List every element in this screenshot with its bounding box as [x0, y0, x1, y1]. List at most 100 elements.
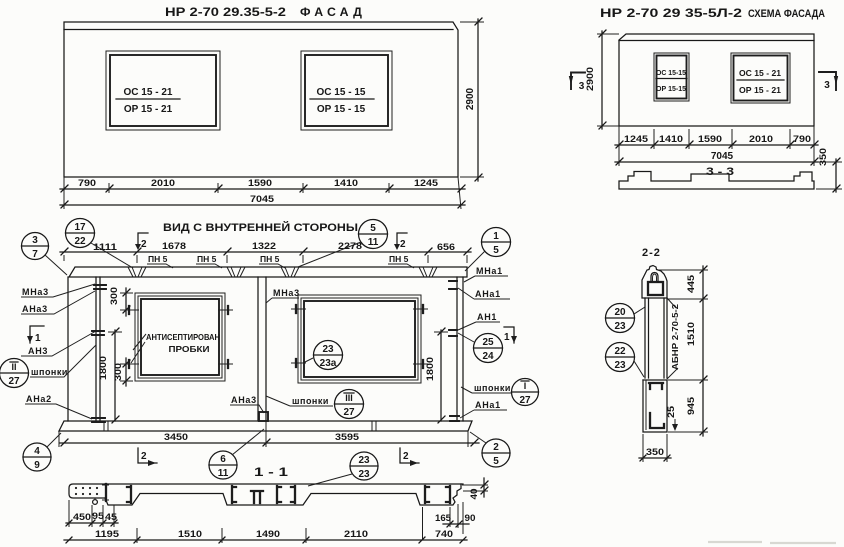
svg-text:7045: 7045 — [250, 194, 274, 204]
svg-text:АНа1: АНа1 — [475, 400, 501, 410]
svg-text:1410: 1410 — [659, 134, 683, 144]
svg-text:40: 40 — [469, 489, 479, 500]
svg-text:АНа2: АНа2 — [26, 394, 52, 404]
svg-text:АНа1: АНа1 — [475, 289, 501, 299]
svg-text:НР 2-70 29.35-5-2: НР 2-70 29.35-5-2 — [165, 5, 286, 19]
svg-text:1195: 1195 — [95, 529, 120, 540]
svg-text:3595: 3595 — [335, 432, 360, 443]
svg-text:23: 23 — [614, 321, 626, 332]
svg-text:24: 24 — [482, 351, 494, 362]
svg-text:656: 656 — [437, 242, 455, 252]
svg-text:20: 20 — [614, 307, 626, 318]
svg-text:ОС 15 - 21: ОС 15 - 21 — [124, 87, 173, 98]
svg-text:МНа3: МНа3 — [22, 287, 49, 297]
svg-text:95: 95 — [92, 511, 104, 521]
svg-text:ПН 5: ПН 5 — [197, 254, 217, 264]
svg-text:2: 2 — [141, 239, 147, 250]
svg-text:ПН 5: ПН 5 — [389, 254, 409, 264]
svg-text:2110: 2110 — [344, 529, 368, 540]
svg-text:1510: 1510 — [686, 322, 697, 346]
svg-text:450: 450 — [73, 512, 91, 522]
svg-text:ПН 5: ПН 5 — [148, 254, 168, 264]
svg-text:2: 2 — [400, 239, 406, 250]
svg-text:1510: 1510 — [178, 529, 202, 540]
svg-text:1590: 1590 — [698, 134, 722, 144]
svg-text:шпонки: шпонки — [474, 383, 511, 393]
svg-text:1: 1 — [493, 231, 499, 242]
svg-text:23: 23 — [358, 455, 370, 466]
svg-text:1800: 1800 — [98, 356, 109, 380]
svg-text:7045: 7045 — [711, 151, 734, 162]
svg-text:790: 790 — [793, 134, 811, 144]
svg-text:165: 165 — [435, 513, 451, 523]
svg-text:2010: 2010 — [749, 134, 773, 144]
svg-text:17: 17 — [74, 222, 86, 233]
svg-text:25: 25 — [482, 337, 494, 348]
svg-text:1590: 1590 — [248, 178, 272, 188]
svg-text:2-2: 2-2 — [642, 247, 661, 259]
svg-text:3450: 3450 — [164, 432, 188, 443]
svg-text:АБНР 2-70-5-2: АБНР 2-70-5-2 — [670, 304, 680, 370]
svg-text:5: 5 — [493, 245, 499, 256]
svg-text:1800: 1800 — [425, 357, 436, 381]
svg-text:1410: 1410 — [334, 178, 358, 188]
svg-text:22: 22 — [614, 346, 626, 357]
svg-text:СХЕМА ФАСАДА: СХЕМА ФАСАДА — [748, 8, 825, 20]
svg-text:АНа3: АНа3 — [231, 395, 257, 405]
svg-text:2: 2 — [403, 451, 409, 462]
svg-text:АН3: АН3 — [28, 346, 48, 356]
svg-text:2900: 2900 — [585, 67, 596, 91]
svg-text:300: 300 — [113, 363, 123, 381]
svg-text:1245: 1245 — [624, 134, 648, 144]
svg-text:НР 2-70 29 35-5Л-2: НР 2-70 29 35-5Л-2 — [600, 6, 742, 20]
svg-text:1322: 1322 — [252, 241, 276, 251]
svg-text:I: I — [524, 381, 527, 391]
svg-text:23а: 23а — [320, 358, 337, 369]
svg-text:23: 23 — [322, 344, 334, 355]
svg-text:ФАСАД: ФАСАД — [300, 5, 366, 19]
svg-text:7: 7 — [32, 249, 38, 260]
svg-text:1: 1 — [504, 332, 510, 343]
svg-text:ОР 15 - 21: ОР 15 - 21 — [739, 85, 781, 95]
svg-text:25: 25 — [666, 406, 676, 418]
svg-text:1 - 1: 1 - 1 — [254, 465, 288, 479]
svg-text:АН1: АН1 — [477, 312, 497, 322]
svg-text:27: 27 — [8, 376, 20, 387]
svg-text:27: 27 — [343, 407, 355, 418]
svg-text:90: 90 — [465, 513, 476, 523]
svg-text:1111: 1111 — [93, 242, 117, 252]
svg-text:III: III — [345, 393, 353, 403]
svg-text:27: 27 — [519, 395, 531, 406]
svg-text:2010: 2010 — [151, 178, 175, 188]
svg-text:350: 350 — [646, 447, 664, 457]
svg-text:АНТИСЕПТИРОВАН: АНТИСЕПТИРОВАН — [146, 332, 220, 342]
svg-text:445: 445 — [686, 275, 696, 293]
svg-text:300: 300 — [109, 287, 119, 305]
svg-text:шпонки: шпонки — [292, 396, 329, 406]
svg-text:шпонки: шпонки — [31, 367, 68, 377]
svg-text:9: 9 — [34, 460, 40, 471]
svg-text:5: 5 — [370, 223, 376, 234]
svg-text:5: 5 — [493, 456, 499, 467]
svg-text:II: II — [11, 362, 16, 372]
svg-text:740: 740 — [435, 529, 453, 540]
svg-text:ОР 15-15: ОР 15-15 — [656, 84, 686, 93]
svg-text:945: 945 — [686, 396, 697, 415]
svg-text:2: 2 — [493, 442, 499, 453]
svg-text:1: 1 — [35, 333, 41, 344]
svg-text:3 - 3: 3 - 3 — [706, 166, 734, 178]
svg-text:ОС 15 - 21: ОС 15 - 21 — [739, 68, 781, 78]
svg-text:22: 22 — [74, 236, 86, 247]
svg-text:23: 23 — [614, 360, 626, 371]
svg-text:2900: 2900 — [465, 87, 476, 110]
svg-text:1678: 1678 — [162, 241, 186, 251]
svg-text:11: 11 — [218, 468, 229, 479]
svg-text:3: 3 — [579, 81, 585, 92]
svg-text:1245: 1245 — [414, 178, 438, 188]
svg-text:АНа3: АНа3 — [22, 304, 48, 314]
svg-text:4: 4 — [34, 446, 40, 457]
svg-text:МНа3: МНа3 — [273, 288, 300, 298]
svg-text:ОР 15 - 21: ОР 15 - 21 — [124, 104, 173, 115]
svg-text:790: 790 — [78, 178, 96, 188]
svg-text:МНа1: МНа1 — [476, 266, 503, 276]
